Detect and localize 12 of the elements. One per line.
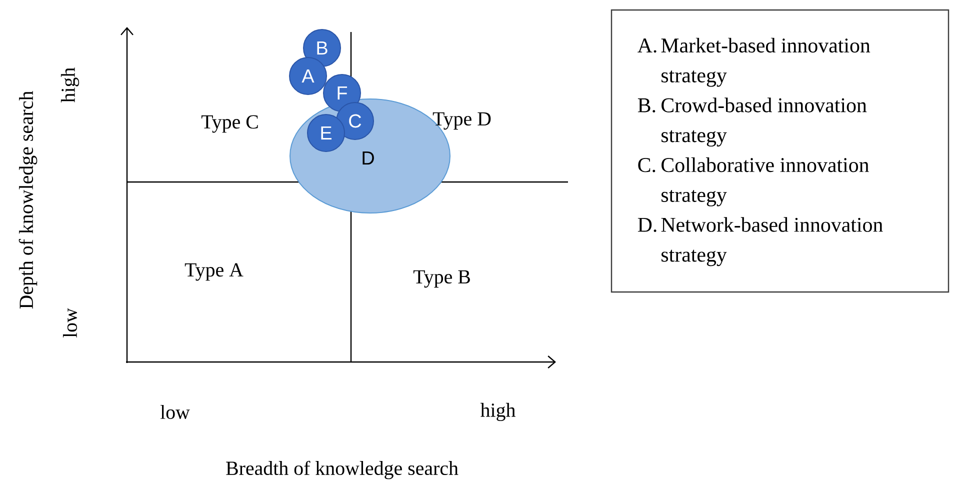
quadrant-label: Type B <box>413 270 470 288</box>
axis-label: high <box>60 68 80 103</box>
axis-title: Depth of knowledge search <box>18 90 38 309</box>
quadrant-label: Type D <box>432 112 491 130</box>
quadrant-label: Type A <box>184 263 244 281</box>
axis-label: low <box>63 308 77 338</box>
ellipse-label: D <box>362 151 374 164</box>
axis-label: low <box>160 404 190 419</box>
axis-label: high <box>480 402 516 422</box>
quadrant-label: Type C <box>201 115 258 133</box>
axis-title: Breadth of knowledge search <box>226 460 458 480</box>
legend-box: A. Market-based innovation strategy B. Crowd-based innovation strategy C. Collaborative innovation strategy D. Network-based innovation strategy <box>610 9 950 293</box>
